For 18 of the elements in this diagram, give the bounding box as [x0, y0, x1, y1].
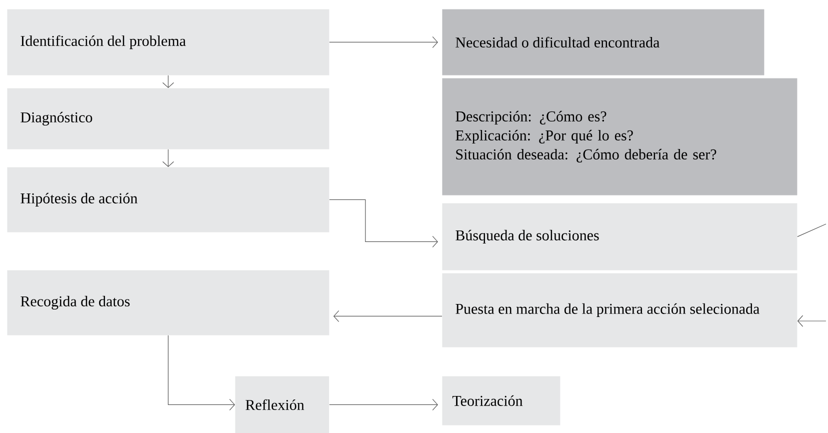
arrow	[162, 75, 174, 88]
arrow	[333, 310, 442, 322]
process-box: Recogida de datos	[7, 270, 330, 336]
arrow	[162, 149, 174, 167]
arrow	[797, 315, 826, 327]
process-box: Teorización	[442, 376, 560, 426]
process-box: Reflexión	[235, 376, 330, 433]
arrow	[329, 398, 438, 410]
process-box: Identificación del problema	[7, 9, 330, 76]
arrow	[329, 199, 438, 248]
info-box: Descripción: ¿Cómo es? Explicación: ¿Por qué lo es? Situación deseada: ¿Cómo debería de ser?	[442, 78, 798, 196]
process-box: Diagnóstico	[7, 88, 330, 150]
process-box: Búsqueda de soluciones	[442, 203, 798, 270]
arrow	[168, 335, 236, 410]
process-box: Hipótesis de acción	[7, 167, 330, 232]
info-box: Necesidad o dificultad encontrada	[442, 9, 764, 76]
process-box: Puesta en marcha de la primera acción selecionada	[442, 273, 798, 348]
arrow	[329, 36, 438, 48]
